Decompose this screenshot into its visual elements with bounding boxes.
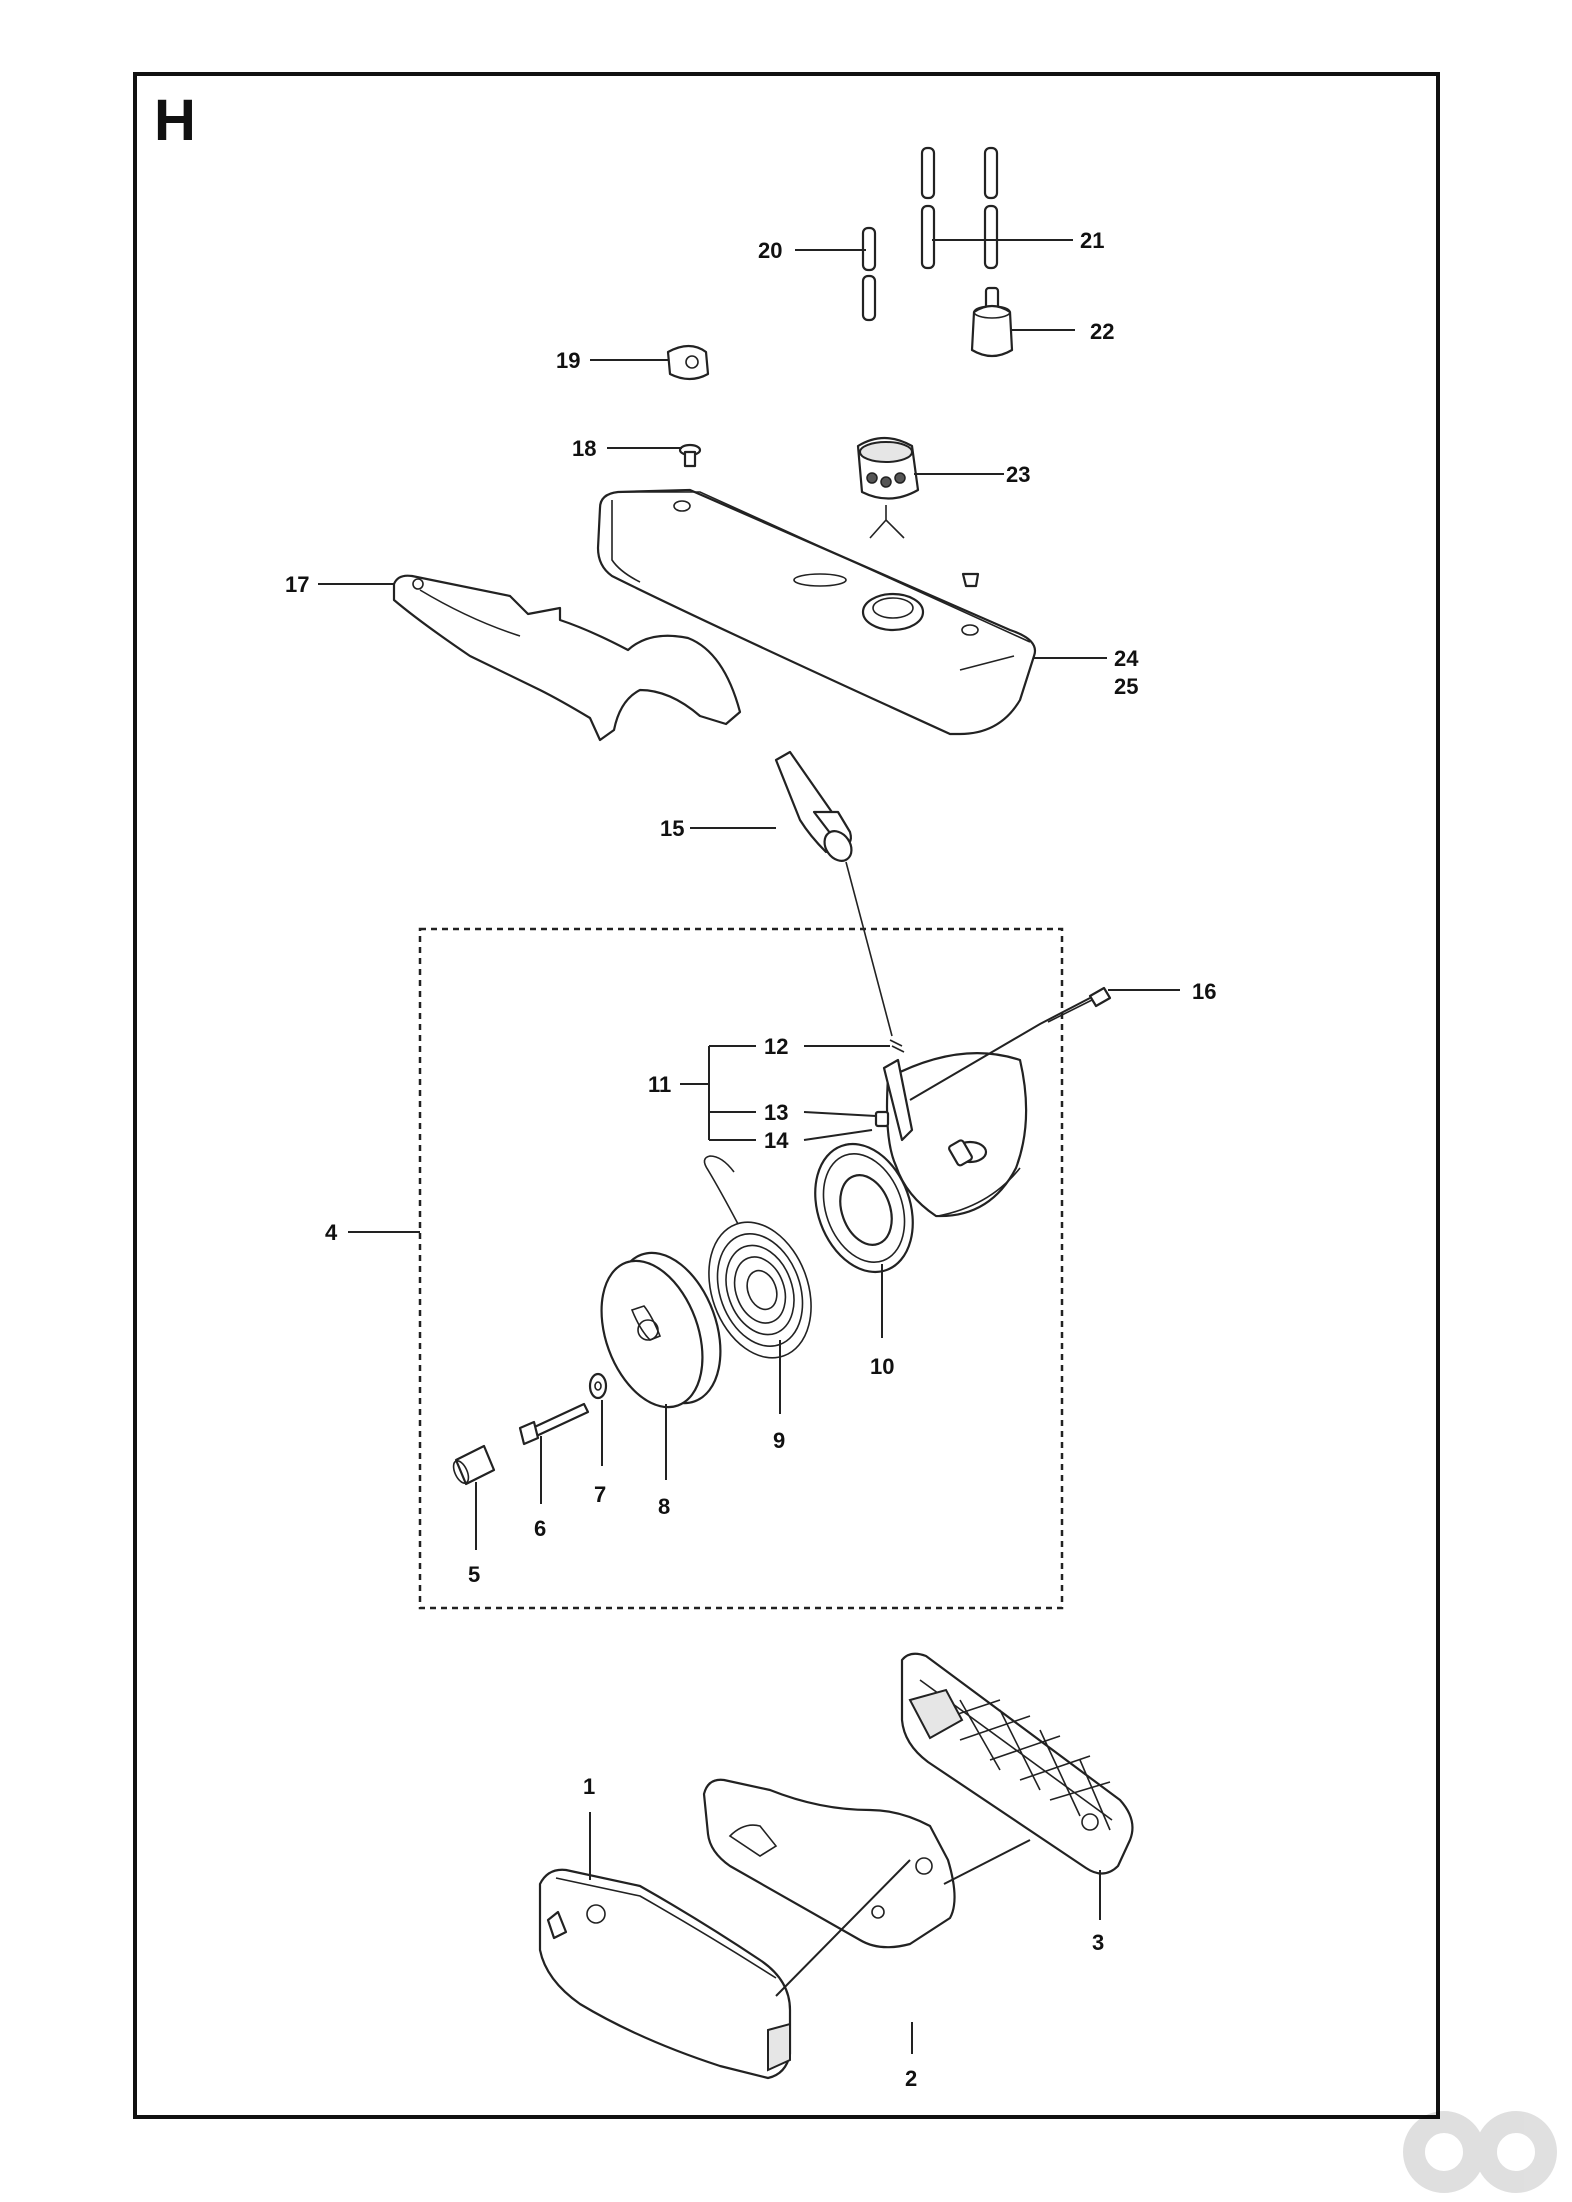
callout-23: 23	[1006, 462, 1030, 487]
recoil-spring-10	[814, 1142, 914, 1274]
callout-1: 1	[583, 1774, 595, 1799]
fuel-cap-23	[856, 436, 920, 539]
callout-labels: 20 21 22 19 18 23 17 24 25 15 16 12 11 1…	[285, 228, 1216, 2091]
starter-handle-15	[774, 750, 893, 1037]
plug-19	[666, 344, 710, 381]
filter-grille-3	[900, 1652, 1134, 1875]
pawl-13	[874, 1110, 890, 1128]
section-letter: H	[154, 88, 196, 153]
grommet-22	[970, 286, 1014, 358]
callout-17: 17	[285, 572, 309, 597]
screw-18	[678, 443, 702, 468]
callout-16: 16	[1192, 979, 1216, 1004]
callout-22: 22	[1090, 319, 1114, 344]
screw-16	[1047, 986, 1112, 1023]
washer-7	[588, 1372, 608, 1400]
pins-20	[861, 226, 877, 322]
starter-assembly-box	[418, 927, 1064, 1610]
callout-25: 25	[1114, 674, 1138, 699]
callout-8: 8	[658, 1494, 670, 1519]
diagram-frame	[133, 72, 1440, 2119]
callout-4: 4	[325, 1220, 338, 1245]
callout-12: 12	[764, 1034, 788, 1059]
callout-10: 10	[870, 1354, 894, 1379]
filter-cover-1	[538, 1868, 792, 2080]
callout-21: 21	[1080, 228, 1104, 253]
callout-9: 9	[773, 1428, 785, 1453]
callout-11: 11	[648, 1072, 671, 1097]
callout-13: 13	[764, 1100, 788, 1125]
fuel-tank-24-25	[596, 488, 1037, 736]
filter-plate-2	[702, 1778, 956, 1949]
bracket-17	[392, 574, 742, 742]
callout-18: 18	[572, 436, 596, 461]
callout-14: 14	[764, 1128, 789, 1153]
leader-lines	[318, 239, 1180, 2054]
callout-6: 6	[534, 1516, 546, 1541]
pins-21	[920, 146, 999, 270]
callout-20: 20	[758, 238, 782, 263]
callout-19: 19	[556, 348, 580, 373]
callout-5: 5	[468, 1562, 480, 1587]
screw-6	[518, 1402, 590, 1446]
watermark-logo	[1403, 2111, 1557, 2193]
callout-24: 24	[1114, 646, 1139, 671]
callout-2: 2	[905, 2066, 917, 2091]
sleeve-5	[452, 1444, 496, 1486]
callout-3: 3	[1092, 1930, 1104, 1955]
spring-12	[889, 1039, 905, 1053]
callout-15: 15	[660, 816, 684, 841]
pulley-8	[600, 1251, 722, 1409]
callout-7: 7	[594, 1482, 606, 1507]
